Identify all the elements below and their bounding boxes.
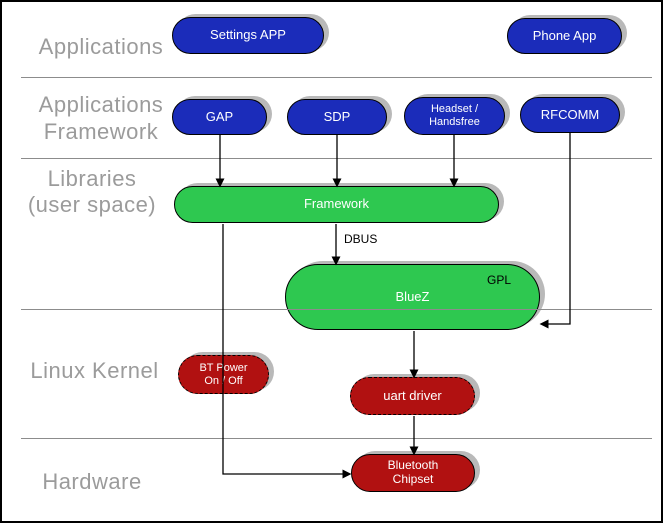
node-headset-handsfree: Headset / Handsfree xyxy=(404,97,505,135)
node-label: Framework xyxy=(303,196,369,212)
layer-label-applications: Applications xyxy=(17,33,185,60)
layer-label-text: Framework xyxy=(43,119,159,144)
node-bluez: BlueZ GPL xyxy=(285,264,540,330)
layer-label-text: Libraries xyxy=(47,166,137,191)
layer-label-hardware: Hardware xyxy=(7,468,177,495)
layer-label-text: (user space) xyxy=(27,192,157,217)
layer-label-text: Applications xyxy=(38,92,164,117)
node-label: SDP xyxy=(323,108,351,124)
layer-divider xyxy=(21,158,652,159)
node-label: uart driver xyxy=(383,387,442,403)
layer-divider xyxy=(21,438,652,439)
node-settings-app: Settings APP xyxy=(172,17,324,54)
arrow-rfcomm-to-bluez xyxy=(539,133,571,329)
node-label: Settings APP xyxy=(210,27,286,43)
layer-divider xyxy=(21,309,652,310)
node-bt-power: BT Power On / Off xyxy=(178,355,269,394)
layer-divider xyxy=(21,77,652,78)
node-rfcomm: RFCOMM xyxy=(520,97,620,133)
layer-label-linux-kernel: Linux Kernel xyxy=(7,357,182,384)
layer-label-libraries: Libraries (user space) xyxy=(7,166,177,218)
node-uart-driver: uart driver xyxy=(350,377,475,415)
layer-label-applications-framework: Applications Framework xyxy=(17,91,185,145)
layer-label-text: Hardware xyxy=(42,469,142,494)
node-label: Phone App xyxy=(532,27,597,43)
node-label-line: Handsfree xyxy=(429,116,480,128)
layer-label-text: Linux Kernel xyxy=(30,358,159,383)
gpl-license-badge: GPL xyxy=(486,273,511,287)
node-label: GAP xyxy=(205,108,234,124)
node-gap: GAP xyxy=(172,99,267,135)
node-phone-app: Phone App xyxy=(507,18,622,54)
layer-label-text: Applications xyxy=(38,34,164,59)
node-label-line: On / Off xyxy=(204,374,243,387)
node-label-line: Headset / xyxy=(430,103,479,116)
node-framework: Framework xyxy=(174,186,499,223)
node-label-line: BT Power xyxy=(199,361,248,374)
arrow-framework-to-chipset-via-btpower xyxy=(222,224,352,479)
node-sdp: SDP xyxy=(287,99,387,135)
node-bluetooth-chipset: Bluetooth Chipset xyxy=(351,454,475,492)
dbus-edge-label: DBUS xyxy=(344,232,378,246)
node-label: RFCOMM xyxy=(540,106,600,122)
node-label-line: Bluetooth xyxy=(387,458,439,473)
node-label: BlueZ xyxy=(395,288,430,304)
node-label-line: Chipset xyxy=(392,472,434,486)
